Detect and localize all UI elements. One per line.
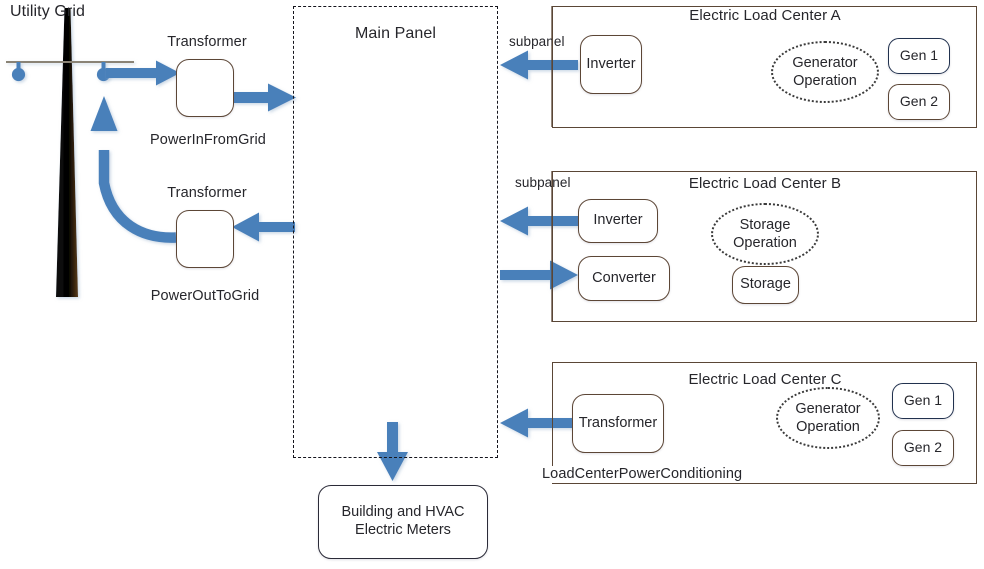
- grid-insulator-left: [11, 62, 26, 82]
- grid-insulator-right: [96, 62, 111, 82]
- load-center-c-generator-operation-bubble: Generator Operation: [776, 387, 880, 449]
- load-center-c-gen-2-box[interactable]: Gen 2: [892, 430, 954, 466]
- meters-line-1: Building and HVAC: [341, 504, 465, 521]
- load-center-a-bubble-line-1: Generator: [792, 54, 858, 71]
- arrow-transformer-in-to-main-panel: [232, 83, 296, 112]
- meters-line-2: Electric Meters: [355, 522, 451, 538]
- load-center-c-gen-1-label: Gen 1: [903, 392, 943, 409]
- load-center-c-gen-1-box[interactable]: Gen 1: [892, 383, 954, 419]
- load-center-b-storage-box[interactable]: Storage: [732, 266, 799, 304]
- load-center-b-inverter-label: Inverter: [593, 212, 643, 229]
- load-center-a-inverter-label: Inverter: [586, 55, 636, 72]
- load-center-b-container[interactable]: [552, 171, 977, 322]
- load-center-c-bubble-line-2: Operation: [796, 419, 860, 435]
- load-center-c-container[interactable]: [552, 362, 977, 484]
- load-center-a-gen-2-label: Gen 2: [899, 93, 939, 110]
- load-center-a-gen-1-label: Gen 1: [899, 47, 939, 64]
- arrow-main-panel-to-transformer-out: [232, 212, 295, 242]
- load-center-a-gen-2-box[interactable]: Gen 2: [888, 84, 950, 120]
- building-hvac-meters-box[interactable]: Building and HVAC Electric Meters: [318, 485, 488, 559]
- load-center-b-bubble-line-1: Storage: [739, 216, 791, 233]
- load-center-c-transformer-box[interactable]: Transformer: [572, 394, 664, 453]
- load-center-b-converter-box[interactable]: Converter: [578, 256, 670, 301]
- arrow-grid-to-transformer-in: [106, 60, 180, 86]
- arrow-transformer-out-to-grid: [90, 96, 177, 243]
- load-center-c-gen-2-label: Gen 2: [903, 439, 943, 456]
- subpanel-label-a: subpanel: [509, 34, 565, 49]
- transformer-out-subtitle: PowerOutToGrid: [150, 288, 260, 304]
- load-center-a-title: Electric Load Center A: [689, 7, 841, 24]
- load-center-a-inverter-box[interactable]: Inverter: [580, 35, 642, 94]
- load-center-b-storage-operation-bubble: Storage Operation: [711, 203, 819, 265]
- load-center-a-container[interactable]: [552, 6, 977, 128]
- transmission-tower-icon: [6, 8, 134, 297]
- load-center-c-title: Electric Load Center C: [688, 371, 842, 388]
- transformer-out-title: Transformer: [167, 185, 247, 201]
- load-center-b-converter-label: Converter: [592, 269, 656, 286]
- load-center-power-conditioning-label: LoadCenterPowerConditioning: [541, 466, 744, 484]
- load-center-b-bubble-line-2: Operation: [733, 235, 797, 251]
- main-panel-label: Main Panel: [355, 25, 437, 42]
- load-center-b-title: Electric Load Center B: [688, 175, 842, 192]
- load-center-c-bubble-line-1: Generator: [795, 400, 861, 417]
- main-panel-container[interactable]: [293, 6, 498, 458]
- transformer-in-box[interactable]: [176, 59, 234, 117]
- load-center-b-inverter-box[interactable]: Inverter: [578, 199, 658, 243]
- load-center-a-gen-1-box[interactable]: Gen 1: [888, 38, 950, 74]
- load-center-a-bubble-line-2: Operation: [793, 73, 857, 89]
- load-center-c-transformer-label: Transformer: [578, 414, 658, 431]
- utility-grid-label: Utility Grid: [10, 3, 85, 20]
- load-center-a-generator-operation-bubble: Generator Operation: [771, 41, 879, 103]
- subpanel-label-b: subpanel: [515, 175, 571, 190]
- transformer-out-box[interactable]: [176, 210, 234, 268]
- transformer-in-title: Transformer: [167, 34, 247, 50]
- load-center-b-storage-label: Storage: [740, 276, 791, 293]
- transformer-in-subtitle: PowerInFromGrid: [150, 132, 266, 148]
